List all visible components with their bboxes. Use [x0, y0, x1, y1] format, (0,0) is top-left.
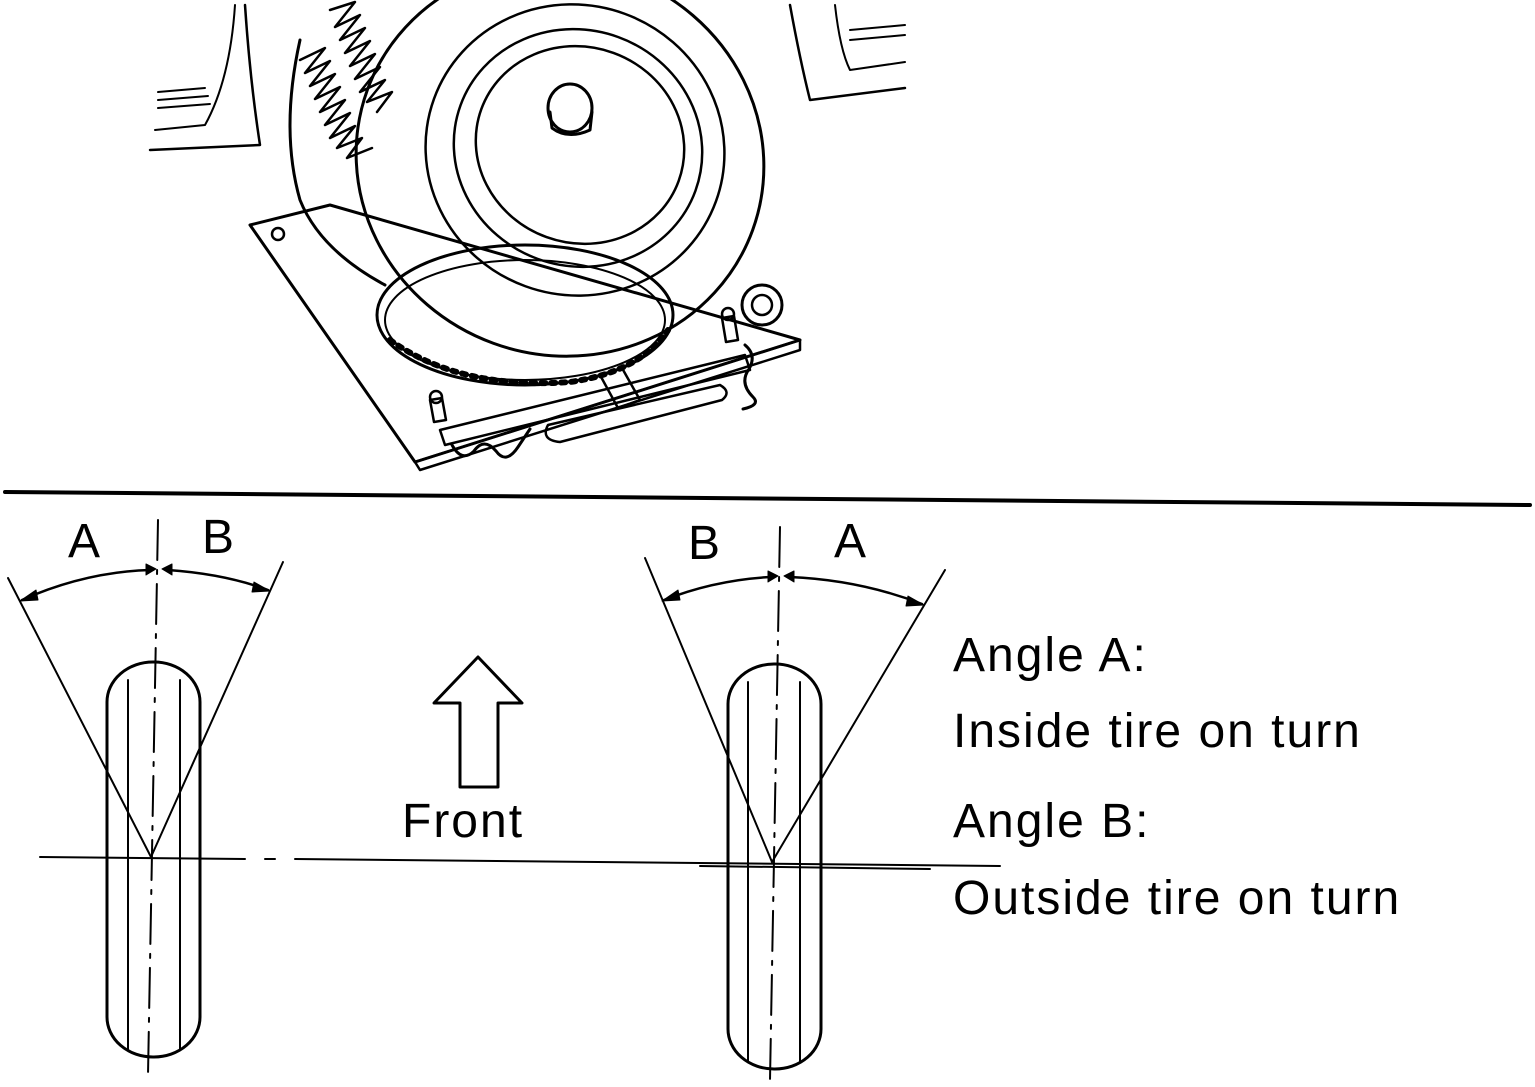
legend-angle-b-title: Angle B:: [953, 795, 1151, 848]
separator-line: [3, 490, 1532, 507]
legend-angle-a-title: Angle A:: [953, 629, 1148, 682]
left-angle-a-label: A: [68, 515, 103, 568]
legend-angle-b-desc: Outside tire on turn: [953, 872, 1402, 925]
right-angle-a-label: A: [834, 515, 869, 568]
turntable-illustration: [148, 0, 907, 472]
front-arrow-icon: [432, 655, 524, 789]
left-wheel: [7, 519, 284, 1076]
front-label: Front: [402, 795, 525, 848]
legend-angle-a-desc: Inside tire on turn: [953, 705, 1362, 758]
axle-line: [39, 856, 1001, 870]
right-wheel: [644, 526, 946, 1081]
left-angle-b-label: B: [202, 511, 237, 564]
right-angle-b-label: B: [688, 517, 723, 570]
